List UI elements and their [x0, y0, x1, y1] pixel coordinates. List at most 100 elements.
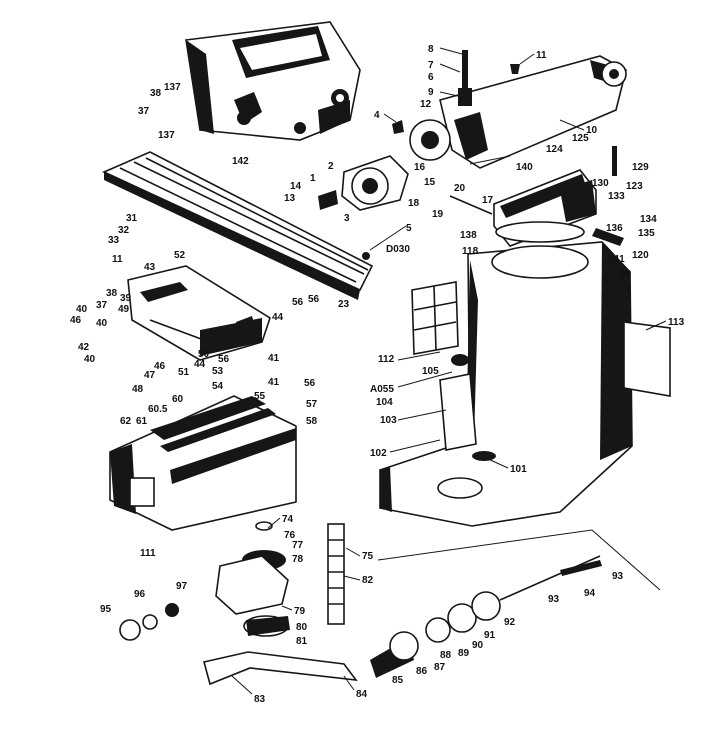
- part-label: 84: [356, 689, 368, 700]
- part-label: 85: [392, 675, 404, 686]
- part-label: 96: [134, 589, 146, 600]
- part-label: 97: [176, 581, 188, 592]
- part-label: 1: [310, 173, 316, 184]
- part-label: 113: [668, 317, 685, 328]
- part-label: 41: [268, 377, 280, 388]
- part-label: 89: [458, 648, 470, 659]
- part-label: 58: [306, 416, 318, 427]
- part-label: 83: [254, 694, 266, 705]
- part-label: 8: [428, 44, 434, 55]
- part-label: 44: [272, 312, 284, 323]
- part-label: 88: [440, 650, 452, 661]
- part-label: 40: [96, 318, 108, 329]
- part-label: 75: [362, 551, 374, 562]
- part-label: 98: [620, 269, 632, 280]
- part-label: 101: [510, 464, 527, 475]
- part-label: 74: [282, 514, 294, 525]
- part-label: 16: [414, 162, 426, 173]
- part-label: 44: [194, 359, 206, 370]
- turret-head: [392, 50, 627, 169]
- part-label: 23: [338, 299, 350, 310]
- part-label: 90: [472, 640, 484, 651]
- part-label: 56: [292, 297, 304, 308]
- part-label: 56: [218, 354, 230, 365]
- part-label: 40: [84, 354, 96, 365]
- part-label: 46: [154, 361, 166, 372]
- swivel-base: [449, 146, 624, 247]
- part-label: 76: [284, 530, 296, 541]
- part-label: 138: [460, 230, 477, 241]
- part-label: 43: [144, 262, 156, 273]
- part-label: 95: [100, 604, 112, 615]
- part-label: 10: [586, 125, 598, 136]
- part-label: 81: [296, 636, 308, 647]
- saddle: [127, 265, 271, 361]
- part-label: 118: [462, 246, 479, 257]
- part-label: 133: [608, 191, 625, 202]
- part-label: 14: [290, 181, 302, 192]
- part-label: 17: [482, 195, 494, 206]
- part-label: 47: [144, 370, 156, 381]
- part-label: 38: [150, 88, 162, 99]
- part-label: 77: [292, 540, 304, 551]
- part-label: 51: [178, 367, 190, 378]
- part-label: 9: [428, 87, 434, 98]
- part-label: 32: [118, 225, 130, 236]
- part-label: 12: [420, 99, 432, 110]
- part-label: 46: [70, 315, 82, 326]
- part-number-labels: 8 7 6 9 12 11 4 10 16 15 20 17 125 124 1…: [70, 44, 685, 705]
- column-base: [379, 241, 671, 527]
- part-label: 4: [374, 110, 380, 121]
- part-label: 82: [362, 575, 374, 586]
- part-label: 60.5: [148, 404, 168, 415]
- gearbox-housing: [318, 155, 409, 211]
- part-label: 31: [126, 213, 138, 224]
- work-table: [102, 151, 374, 300]
- part-label: 86: [416, 666, 428, 677]
- part-label: 112: [378, 354, 395, 365]
- part-label: 87: [434, 662, 446, 673]
- part-label: 103: [380, 415, 397, 426]
- part-label: 124: [546, 144, 563, 155]
- part-label: 91: [484, 630, 496, 641]
- part-label: 41: [268, 353, 280, 364]
- part-label: 79: [294, 606, 306, 617]
- part-label: 42: [78, 342, 90, 353]
- part-label: 123: [626, 181, 643, 192]
- knee: [109, 395, 297, 531]
- part-label: 11: [112, 254, 123, 265]
- part-label: 50: [198, 349, 210, 360]
- part-label: 104: [376, 397, 393, 408]
- part-label: 56: [308, 294, 320, 305]
- part-label: 39: [120, 293, 132, 304]
- part-label: 56: [304, 378, 316, 389]
- part-label: 62: [120, 416, 132, 427]
- part-label: 61: [136, 416, 148, 427]
- part-label: 135: [638, 228, 655, 239]
- part-label: 93: [612, 571, 624, 582]
- elevating-mechanism: [119, 521, 661, 686]
- part-label: 93: [548, 594, 560, 605]
- part-label: 6: [428, 72, 434, 83]
- part-label: 105: [422, 366, 439, 377]
- part-label: 137: [164, 82, 181, 93]
- part-label: 7: [428, 60, 434, 71]
- leader-lines: [231, 47, 667, 695]
- part-label: 2: [328, 161, 334, 172]
- part-label: 136: [606, 223, 623, 234]
- part-label: 94: [584, 588, 596, 599]
- part-label: 57: [306, 399, 318, 410]
- part-label: 129: [632, 162, 649, 173]
- part-label: 111: [140, 548, 156, 559]
- part-label: 142: [232, 156, 249, 167]
- part-label: 33: [108, 235, 120, 246]
- part-label: 15: [424, 177, 436, 188]
- part-label: 20: [454, 183, 466, 194]
- part-label: 55: [254, 391, 266, 402]
- part-label: 48: [132, 384, 144, 395]
- part-label: 141: [608, 254, 625, 265]
- part-label: 11: [536, 50, 547, 61]
- part-label: 80: [296, 622, 308, 633]
